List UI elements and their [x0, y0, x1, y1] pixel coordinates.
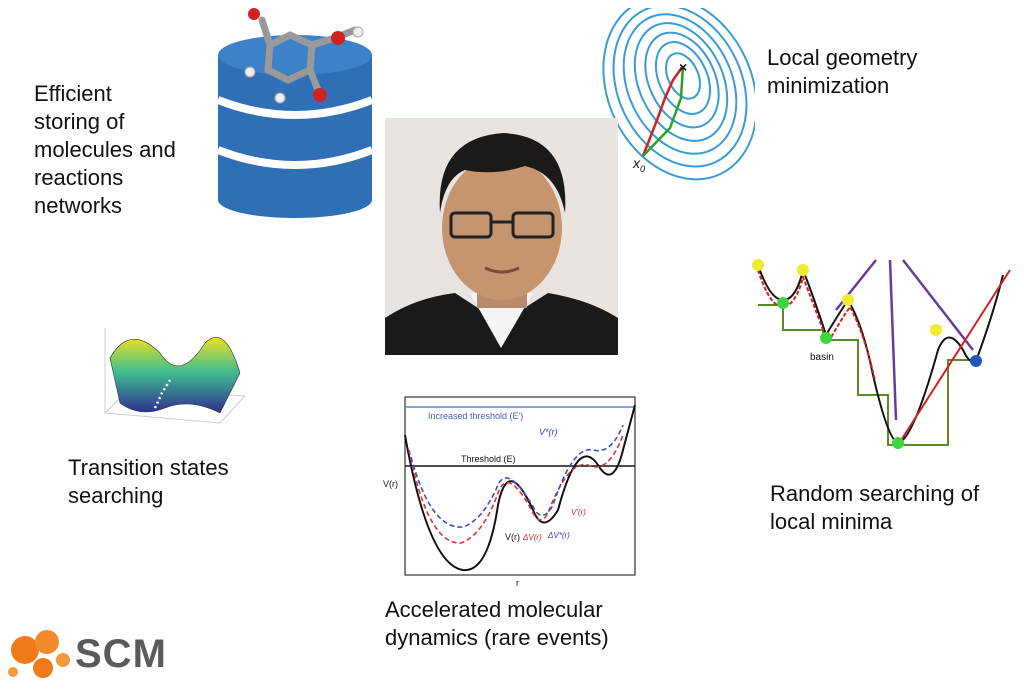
- scm-logo-text: SCM: [75, 632, 167, 676]
- database-cylinder: [216, 35, 374, 218]
- random-minima-plot: basin: [752, 259, 1011, 449]
- delta-v-star-label: ΔV*(r): [547, 531, 570, 540]
- accelerated-md-plot: Increased threshold (E') Threshold (E) V…: [383, 396, 636, 588]
- caption-accelerated: Accelerated molecular dynamics (rare eve…: [385, 597, 609, 650]
- increased-threshold-label: Increased threshold (E'): [428, 411, 523, 421]
- threshold-label: Threshold (E): [461, 454, 516, 464]
- caption-random: Random searching of local minima: [770, 481, 980, 534]
- delta-v-label: ΔV(r): [522, 533, 542, 542]
- v-curve-label: V(r): [505, 532, 520, 542]
- scm-logo: SCM: [5, 620, 195, 685]
- saddle-surface-plot: [103, 328, 247, 424]
- caption-transition: Transition states searching: [68, 455, 229, 508]
- svg-text:×: ×: [679, 59, 687, 75]
- portrait-photo: [385, 118, 618, 355]
- r-axis-label: r: [516, 578, 519, 588]
- scm-logo-mark-icon: [8, 630, 70, 678]
- v-prime-label: V'(r): [571, 508, 586, 517]
- geometry-contour-plot: × x0: [602, 8, 755, 181]
- v-axis-label: V(r): [383, 479, 398, 489]
- v-star-label: V*(r): [539, 427, 558, 437]
- basin-label: basin: [810, 352, 834, 363]
- x0-label: x0: [632, 155, 645, 174]
- caption-storing: Efficient storing of molecules and react…: [34, 81, 176, 218]
- caption-local-geometry: Local geometry minimization: [767, 45, 918, 98]
- database-illustration: [216, 8, 374, 218]
